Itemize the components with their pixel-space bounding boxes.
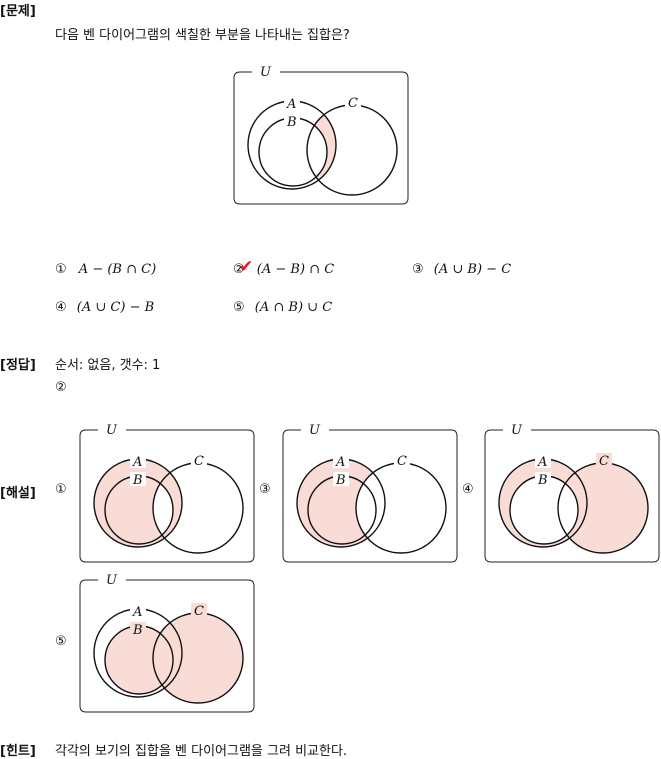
choice-1[interactable]: ① A − (B ∩ C): [55, 262, 157, 277]
svg-text:C: C: [397, 454, 407, 469]
svg-text:B: B: [537, 473, 548, 488]
choice-5[interactable]: ⑤ (A ∩ B) ∪ C: [233, 300, 333, 315]
explanation-venn-4: U A B C: [484, 423, 660, 563]
answer-meta: 순서: 없음, 갯수: 1: [55, 358, 161, 373]
choice-2[interactable]: ② ✔ (A − B) ∩ C: [233, 257, 335, 277]
svg-text:A: A: [132, 455, 142, 470]
set-c-label: C: [348, 96, 358, 111]
check-mark-icon: ✔: [239, 257, 254, 277]
choice-4[interactable]: ④ (A ∪ C) − B: [55, 300, 155, 315]
svg-text:B: B: [132, 623, 143, 638]
choice-3[interactable]: ③ (A ∪ B) − C: [412, 262, 512, 277]
explanation-label: [해설]: [0, 486, 36, 501]
hint-label: [힌트]: [0, 744, 36, 759]
hint-text: 각각의 보기의 집합을 벤 다이어그램을 그려 비교한다.: [55, 744, 348, 759]
universe-label: U: [260, 65, 272, 80]
universe-box: [233, 71, 409, 205]
svg-text:U: U: [106, 573, 118, 588]
explanation-num-4: ④: [462, 482, 474, 497]
answer-label: [정답]: [0, 358, 36, 373]
svg-text:A: A: [132, 605, 142, 620]
svg-text:C: C: [599, 454, 609, 469]
svg-text:B: B: [132, 473, 143, 488]
svg-text:C: C: [194, 604, 204, 619]
svg-text:B: B: [335, 473, 346, 488]
answer-value: ②: [55, 380, 67, 395]
svg-text:U: U: [309, 423, 321, 438]
explanation-num-5: ⑤: [55, 634, 67, 649]
explanation-venn-1: U A B C: [79, 423, 255, 563]
set-a-label: A: [286, 97, 296, 112]
explanation-venn-5: U A B C: [79, 573, 255, 713]
explanation-venn-3: U A B C: [282, 423, 458, 563]
explanation-num-3: ③: [259, 482, 271, 497]
svg-text:A: A: [537, 455, 547, 470]
svg-text:A: A: [335, 455, 345, 470]
shaded-region: [297, 459, 385, 547]
problem-label: [문제]: [0, 4, 36, 19]
main-venn-diagram: U A B C: [233, 65, 409, 205]
svg-text:U: U: [106, 423, 118, 438]
explanation-num-1: ①: [55, 482, 67, 497]
shaded-region-c: [153, 613, 243, 703]
set-b-label: B: [286, 115, 297, 130]
question-text: 다음 벤 다이어그램의 색칠한 부분을 나타내는 집합은?: [55, 28, 350, 43]
svg-text:C: C: [194, 454, 204, 469]
svg-text:U: U: [511, 423, 523, 438]
shaded-region-c: [558, 463, 648, 553]
